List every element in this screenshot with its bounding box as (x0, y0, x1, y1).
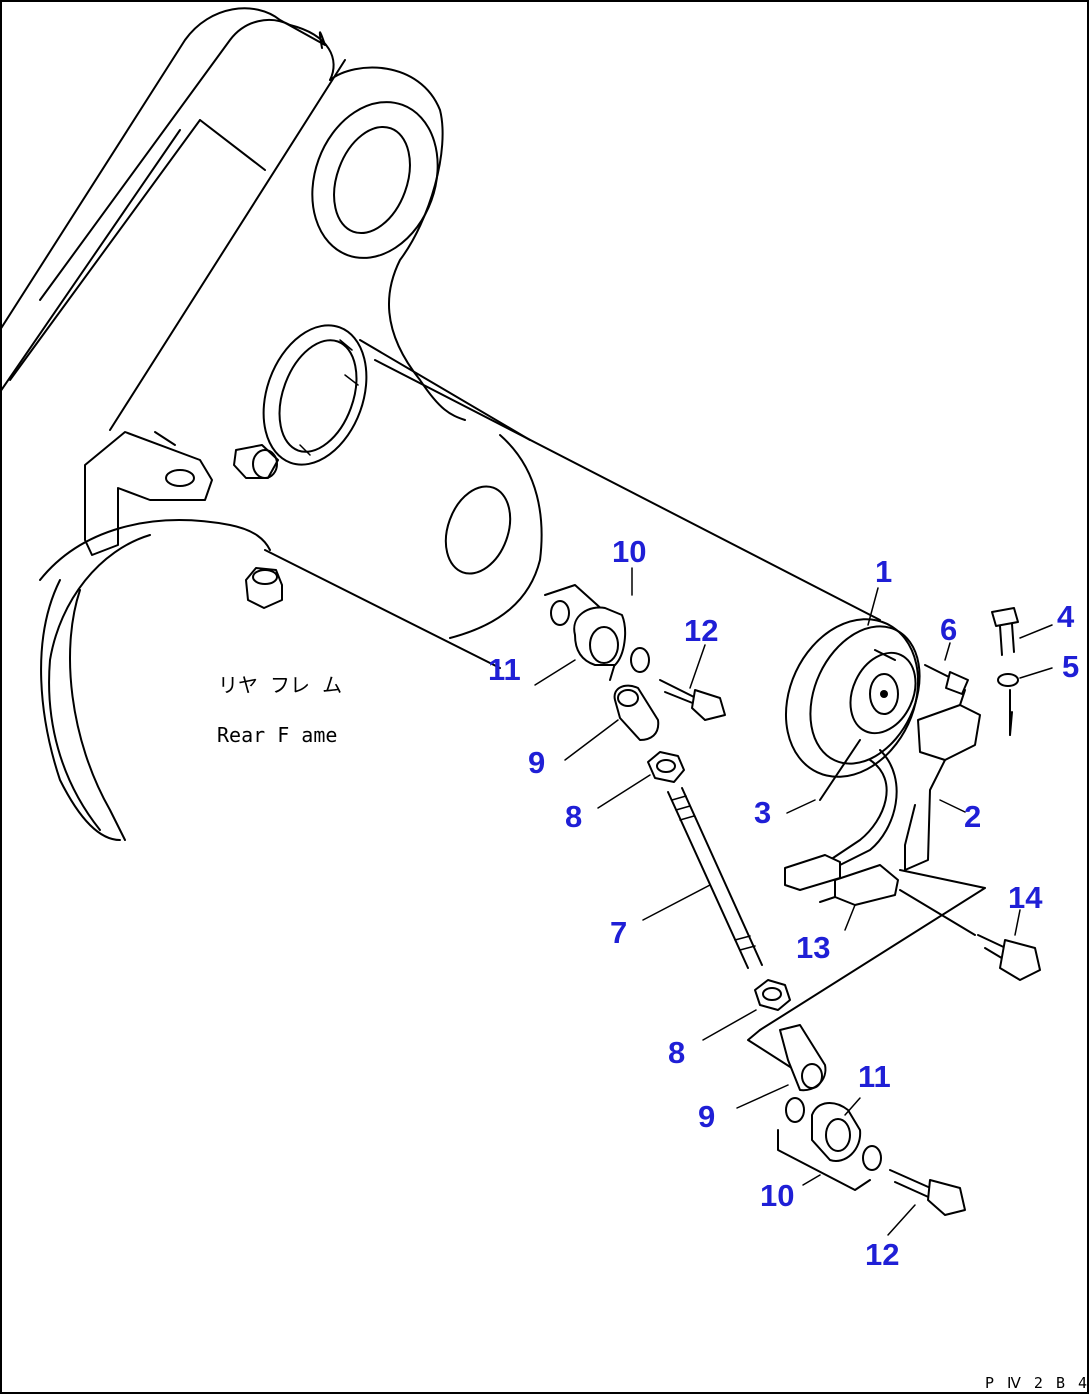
part-10-washer-lower-b (862, 1145, 882, 1171)
callout-10-upper: 10 (612, 534, 646, 569)
callout-11-lower: 11 (858, 1059, 891, 1094)
part-6-screw (924, 664, 969, 695)
rear-frame: リヤ フレ ム Rear F ame (0, 7, 881, 841)
callout-13: 13 (796, 930, 830, 965)
drawing-code: P Ⅳ 2 B 4 ( ) (985, 1374, 1090, 1392)
callout-1: 1 (875, 554, 892, 589)
callout-10-lower: 10 (760, 1178, 794, 1213)
callout-labels: 1 2 3 4 5 6 7 8 8 9 9 10 10 11 11 12 12 … (488, 534, 1079, 1272)
part-10-washer-upper-b (630, 647, 650, 673)
part-8-nut-upper (647, 751, 685, 783)
callout-9-lower: 9 (698, 1099, 715, 1134)
callout-7: 7 (610, 915, 627, 950)
callout-4: 4 (1057, 599, 1075, 634)
frame-label-jp: リヤ フレ ム (218, 673, 342, 697)
part-7-rod (667, 787, 763, 969)
frame-label-en: Rear F ame (217, 723, 337, 747)
callout-8-lower: 8 (668, 1035, 685, 1070)
callout-14: 14 (1008, 880, 1043, 915)
part-2-bracket (904, 689, 1013, 871)
callout-11-upper: 11 (488, 652, 521, 687)
callout-9-upper: 9 (528, 745, 545, 780)
part-4-bolt (991, 607, 1019, 656)
callout-6: 6 (940, 612, 957, 647)
part-12-bolt-upper (659, 679, 726, 721)
callout-5: 5 (1062, 649, 1079, 684)
part-5-washer (997, 673, 1019, 687)
part-14-bolt (977, 934, 1041, 981)
part-11-bushing-upper (573, 606, 627, 666)
part-13-bracket (819, 864, 899, 906)
callout-3: 3 (754, 795, 771, 830)
callout-2: 2 (964, 799, 981, 834)
leader-lines (534, 567, 1053, 1236)
callout-12-upper: 12 (684, 613, 718, 648)
part-10-washer-upper-a (550, 600, 570, 626)
part-10-washer-lower-a (785, 1097, 805, 1123)
part-8-nut-lower (754, 979, 791, 1011)
part-9-rodend-upper (613, 684, 660, 741)
callout-8-upper: 8 (565, 799, 582, 834)
part-11-bushing-lower (811, 1102, 862, 1162)
part-9-rodend-lower (779, 1024, 827, 1092)
callout-12-lower: 12 (865, 1237, 899, 1272)
part-1-sensor (784, 618, 921, 801)
part-12-bolt-lower (889, 1169, 966, 1216)
